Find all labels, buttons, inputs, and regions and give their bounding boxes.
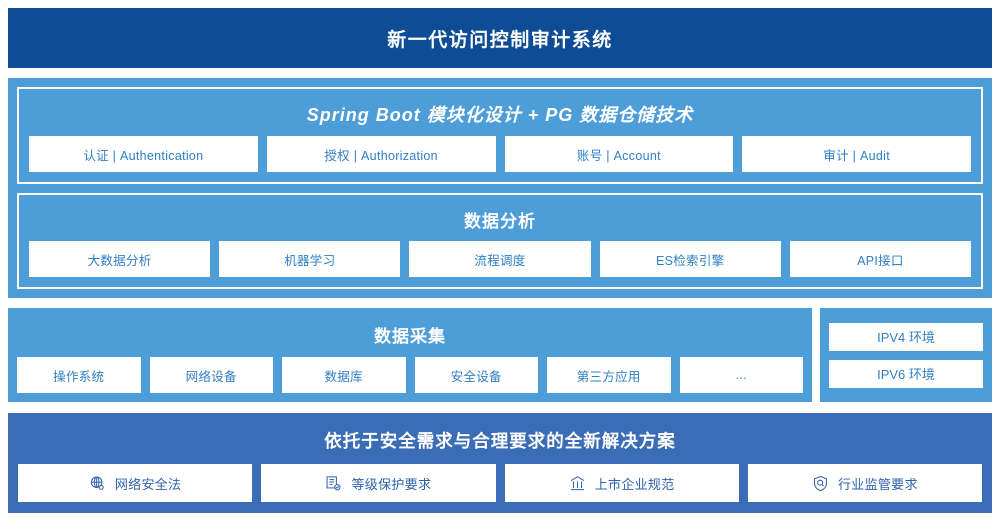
card-database[interactable]: 数据库 xyxy=(282,357,406,393)
card-industry-regulation[interactable]: 行业监管要求 xyxy=(747,464,982,502)
card-label: 流程调度 xyxy=(474,253,526,268)
card-authentication[interactable]: 认证 | Authentication xyxy=(29,136,258,172)
document-check-icon xyxy=(325,475,342,492)
collection-row: 数据采集 操作系统 网络设备 数据库 安全设备 第三方应用 ... xyxy=(8,308,992,402)
card-ipv4-environment[interactable]: IPV4 环境 xyxy=(829,322,983,351)
bank-icon xyxy=(569,475,586,492)
card-machine-learning[interactable]: 机器学习 xyxy=(219,241,401,277)
shield-search-icon xyxy=(812,475,829,492)
card-audit[interactable]: 审计 | Audit xyxy=(742,136,971,172)
card-label: IPV4 环境 xyxy=(877,330,935,345)
card-network-device[interactable]: 网络设备 xyxy=(149,357,273,393)
card-label: 等级保护要求 xyxy=(351,476,432,492)
data-collection-card-row: 操作系统 网络设备 数据库 安全设备 第三方应用 ... xyxy=(17,357,803,393)
platform-section: Spring Boot 模块化设计 + PG 数据仓储技术 认证 | Authe… xyxy=(8,78,992,298)
card-security-device[interactable]: 安全设备 xyxy=(414,357,538,393)
card-process-scheduling[interactable]: 流程调度 xyxy=(409,241,591,277)
platform-panel-data-analysis: 数据分析 大数据分析 机器学习 流程调度 ES检索引擎 API接口 xyxy=(17,193,983,289)
card-label: 网络安全法 xyxy=(114,476,182,492)
data-collection-title: 数据采集 xyxy=(374,327,446,346)
card-label: 安全设备 xyxy=(450,369,502,384)
card-listed-company-standard[interactable]: 上市企业规范 xyxy=(504,464,739,502)
card-label: 审计 | Audit xyxy=(823,148,890,163)
card-operating-system[interactable]: 操作系统 xyxy=(17,357,141,393)
ip-environment-box: IPV4 环境 IPV6 环境 xyxy=(820,308,992,402)
card-label: 授权 | Authorization xyxy=(324,148,438,163)
platform-panel-spring-boot: Spring Boot 模块化设计 + PG 数据仓储技术 认证 | Authe… xyxy=(17,87,983,184)
platform-card-row: 认证 | Authentication 授权 | Authorization 账… xyxy=(29,136,971,172)
card-label: 网络设备 xyxy=(185,369,237,384)
data-collection-section: 数据采集 操作系统 网络设备 数据库 安全设备 第三方应用 ... xyxy=(8,308,812,402)
card-label: ... xyxy=(735,368,747,382)
card-label: IPV6 环境 xyxy=(877,367,935,382)
card-label: 操作系统 xyxy=(53,369,105,384)
card-account[interactable]: 账号 | Account xyxy=(504,136,734,172)
card-third-party-app[interactable]: 第三方应用 xyxy=(547,357,671,393)
card-label: API接口 xyxy=(857,253,904,268)
solution-title: 依托于安全需求与合理要求的全新解决方案 xyxy=(324,431,676,451)
solution-section: 依托于安全需求与合理要求的全新解决方案 网络安全法 xyxy=(8,413,992,513)
globe-icon xyxy=(89,475,106,492)
card-label: 机器学习 xyxy=(284,253,336,268)
platform-panel-title: Spring Boot 模块化设计 + PG 数据仓储技术 xyxy=(306,105,694,125)
data-analysis-card-row: 大数据分析 机器学习 流程调度 ES检索引擎 API接口 xyxy=(29,241,972,277)
data-analysis-title: 数据分析 xyxy=(464,212,536,231)
page-title: 新一代访问控制审计系统 xyxy=(387,29,613,51)
card-label: 数据库 xyxy=(324,369,363,384)
card-more-ellipsis[interactable]: ... xyxy=(679,357,803,393)
card-big-data-analysis[interactable]: 大数据分析 xyxy=(29,241,211,277)
card-label: 上市企业规范 xyxy=(594,476,675,492)
card-label: 账号 | Account xyxy=(576,148,661,163)
card-cybersecurity-law[interactable]: 网络安全法 xyxy=(18,464,253,502)
card-es-search-engine[interactable]: ES检索引擎 xyxy=(599,241,781,277)
page-header: 新一代访问控制审计系统 xyxy=(8,8,992,68)
card-ipv6-environment[interactable]: IPV6 环境 xyxy=(829,359,983,388)
card-label: 第三方应用 xyxy=(576,369,641,384)
card-label: 大数据分析 xyxy=(87,253,152,268)
card-api-interface[interactable]: API接口 xyxy=(789,241,972,277)
card-label: 认证 | Authentication xyxy=(83,148,204,163)
card-classified-protection[interactable]: 等级保护要求 xyxy=(261,464,496,502)
card-label: 行业监管要求 xyxy=(837,476,918,492)
card-label: ES检索引擎 xyxy=(655,253,725,268)
solution-card-row: 网络安全法 等级保护要求 xyxy=(18,464,982,502)
card-authorization[interactable]: 授权 | Authorization xyxy=(266,136,496,172)
